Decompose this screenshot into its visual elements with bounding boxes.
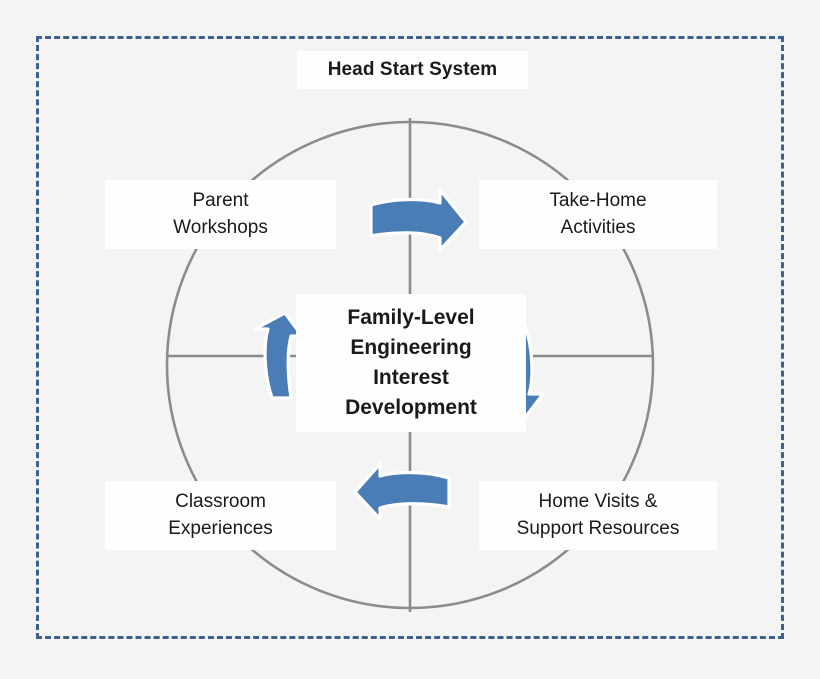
node-classroom-experiences[interactable]: Classroom Experiences bbox=[105, 481, 336, 550]
node-center-label: Family-Level Engineering Interest Develo… bbox=[345, 305, 477, 420]
node-take-home-activities[interactable]: Take-Home Activities bbox=[479, 180, 717, 249]
node-take-home-activities-label: Take-Home Activities bbox=[549, 190, 647, 238]
head-start-system-boundary bbox=[36, 36, 784, 639]
node-home-visits-support-resources-label: Home Visits & Support Resources bbox=[516, 491, 680, 539]
page-title: Head Start System bbox=[297, 51, 528, 89]
node-parent-workshops-label: Parent Workshops bbox=[173, 190, 268, 238]
node-parent-workshops[interactable]: Parent Workshops bbox=[105, 180, 336, 249]
page-title-label: Head Start System bbox=[327, 58, 498, 80]
node-home-visits-support-resources[interactable]: Home Visits & Support Resources bbox=[479, 481, 717, 550]
node-center-family-level-engineering[interactable]: Family-Level Engineering Interest Develo… bbox=[296, 294, 526, 432]
node-classroom-experiences-label: Classroom Experiences bbox=[168, 491, 273, 539]
